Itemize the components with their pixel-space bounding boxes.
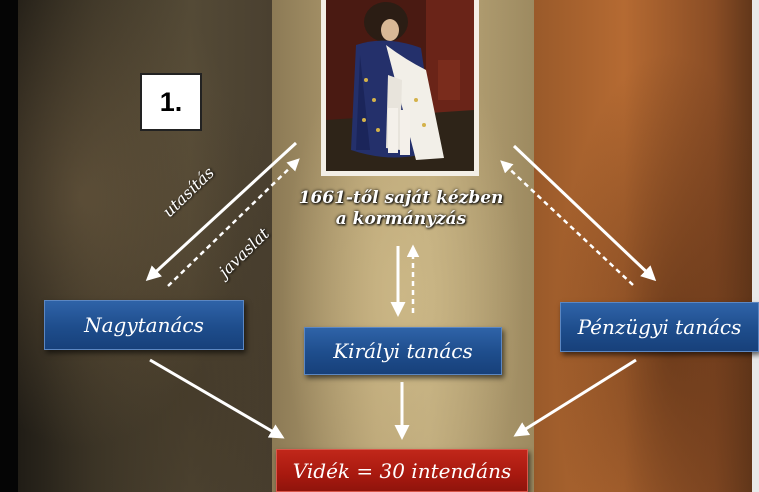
videk-intendans-box: Vidék = 30 intendáns xyxy=(276,449,528,492)
background-band-right xyxy=(534,0,759,492)
arrow-penzugyi-to-king xyxy=(500,160,634,286)
videk-intendans-label: Vidék = 30 intendáns xyxy=(292,458,512,483)
portrait-caption: 1661-től saját kézben a kormányzás xyxy=(296,188,506,230)
background-band-left xyxy=(0,0,272,492)
slide-number: 1. xyxy=(159,86,183,117)
caption-line-1: 1661-től saját kézben xyxy=(298,188,504,208)
caption-line-2: a kormányzás xyxy=(335,209,467,229)
arrow-nagytanacs-to-king xyxy=(167,158,300,287)
kiralyi-tanacs-box: Királyi tanács xyxy=(304,327,502,375)
nagytanacs-label: Nagytanács xyxy=(84,313,204,337)
kiralyi-tanacs-label: Királyi tanács xyxy=(333,339,473,363)
arrow-king-to-penzugyi xyxy=(512,144,657,282)
arrow-nagytanacs-to-videk xyxy=(149,358,285,439)
arrow-king-to-nagytanacs xyxy=(145,141,298,282)
penzugyi-tanacs-box: Pénzügyi tanács xyxy=(560,302,759,352)
slide-number-box: 1. xyxy=(140,73,202,131)
king-portrait-painting xyxy=(326,0,474,171)
left-edge-strip xyxy=(0,0,18,492)
right-edge-strip xyxy=(752,0,759,492)
nagytanacs-box: Nagytanács xyxy=(44,300,244,350)
king-portrait xyxy=(321,0,479,176)
arrow-penzugyi-to-videk xyxy=(513,358,637,437)
king-figure-illustration xyxy=(326,0,474,171)
penzugyi-tanacs-label: Pénzügyi tanács xyxy=(577,315,742,339)
